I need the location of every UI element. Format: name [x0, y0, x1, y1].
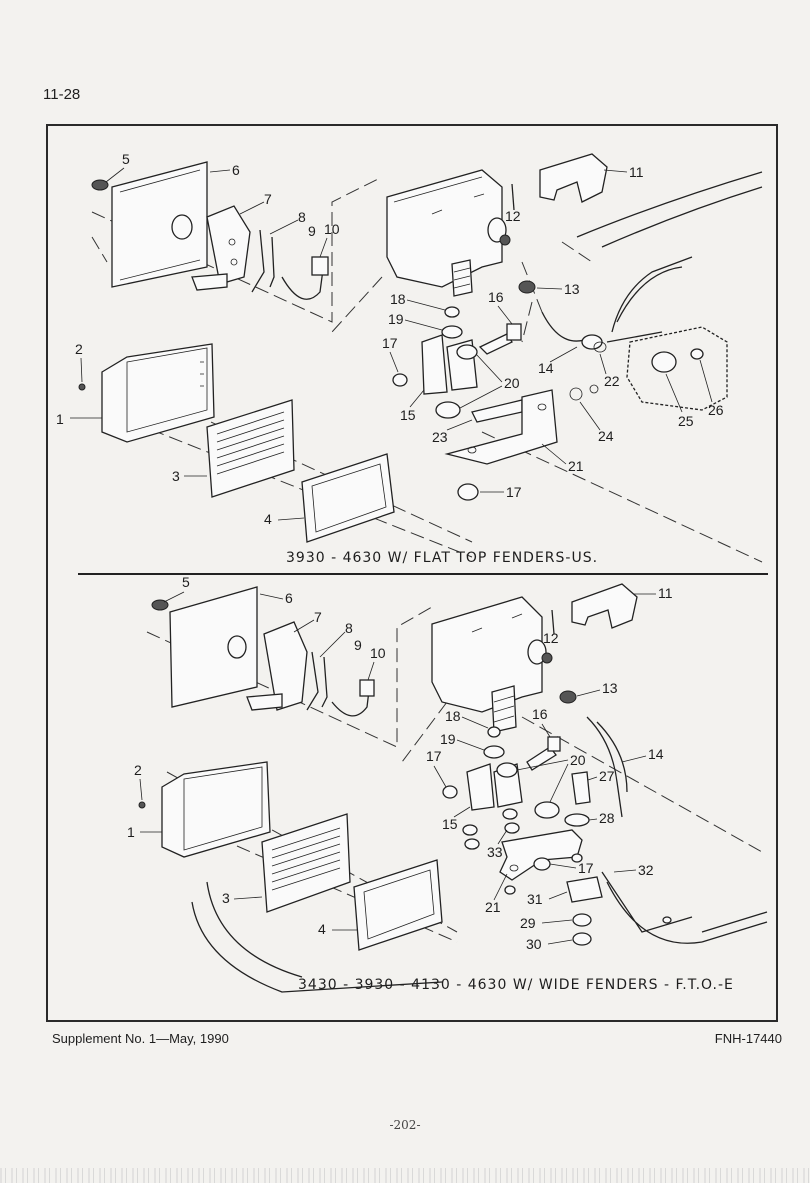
callout-33: 33 [487, 844, 503, 860]
diagram-frame: 5 6 7 8 9 10 11 12 13 14 15 16 17 18 [46, 124, 778, 1022]
callout-7: 7 [314, 609, 322, 625]
callout-9: 9 [354, 637, 362, 653]
callout-32: 32 [638, 862, 654, 878]
callout-23: 23 [432, 429, 448, 445]
callout-22: 22 [604, 373, 620, 389]
callout-30: 30 [526, 936, 542, 952]
callout-21: 21 [568, 458, 584, 474]
callout-17b: 17 [578, 860, 594, 876]
callout-24: 24 [598, 428, 614, 444]
callout-17: 17 [382, 335, 398, 351]
callout-14: 14 [648, 746, 664, 762]
section-1-callouts: 5 6 7 8 9 10 11 12 13 14 15 16 17 18 [56, 151, 724, 527]
parts-diagram: 5 6 7 8 9 10 11 12 13 14 15 16 17 18 [56, 151, 768, 993]
supplement-note: Supplement No. 1—May, 1990 [52, 1031, 229, 1046]
section-1-artwork [78, 153, 763, 563]
scan-edge [0, 1168, 810, 1183]
callout-13: 13 [602, 680, 618, 696]
callout-16: 16 [488, 289, 504, 305]
callout-4: 4 [318, 921, 326, 937]
callout-6: 6 [285, 590, 293, 606]
callout-2: 2 [75, 341, 83, 357]
callout-3: 3 [172, 468, 180, 484]
callout-26: 26 [708, 402, 724, 418]
section-1-caption: 3930 - 4630 W/ FLAT TOP FENDERS-US. [286, 550, 599, 566]
callout-2: 2 [134, 762, 142, 778]
callout-1: 1 [127, 824, 135, 840]
callout-10: 10 [370, 645, 386, 661]
callout-8: 8 [345, 620, 353, 636]
callout-15: 15 [400, 407, 416, 423]
callout-13: 13 [564, 281, 580, 297]
callout-12: 12 [543, 630, 559, 646]
callout-27: 27 [599, 768, 615, 784]
callout-18: 18 [390, 291, 406, 307]
callout-28: 28 [599, 810, 615, 826]
callout-5: 5 [182, 574, 190, 590]
callout-14: 14 [538, 360, 554, 376]
page-number: -202- [389, 1118, 421, 1132]
callout-9: 9 [308, 223, 316, 239]
callout-7: 7 [264, 191, 272, 207]
callout-1: 1 [56, 411, 64, 427]
callout-5: 5 [122, 151, 130, 167]
callout-11: 11 [658, 585, 673, 601]
section-2-caption: 3430 - 3930 - 4130 - 4630 W/ WIDE FENDER… [298, 977, 734, 993]
section-2-artwork [138, 583, 768, 993]
section-2-callouts: 5 6 7 8 9 10 11 12 13 14 15 16 17 18 [127, 574, 673, 952]
callout-4: 4 [264, 511, 272, 527]
callout-17: 17 [426, 748, 442, 764]
callout-20: 20 [570, 752, 586, 768]
callout-29: 29 [520, 915, 536, 931]
callout-25: 25 [678, 413, 694, 429]
callout-18: 18 [445, 708, 461, 724]
callout-12: 12 [505, 208, 521, 224]
callout-11: 11 [629, 164, 644, 180]
callout-6: 6 [232, 162, 240, 178]
callout-15: 15 [442, 816, 458, 832]
page-id: 11-28 [43, 86, 81, 103]
callout-16: 16 [532, 706, 548, 722]
callout-20: 20 [504, 375, 520, 391]
callout-8: 8 [298, 209, 306, 225]
callout-19: 19 [388, 311, 404, 327]
callout-10: 10 [324, 221, 340, 237]
callout-17b: 17 [506, 484, 522, 500]
callout-31: 31 [527, 891, 543, 907]
callout-19: 19 [440, 731, 456, 747]
callout-21: 21 [485, 899, 501, 915]
callout-3: 3 [222, 890, 230, 906]
document-number: FNH-17440 [714, 1031, 782, 1046]
